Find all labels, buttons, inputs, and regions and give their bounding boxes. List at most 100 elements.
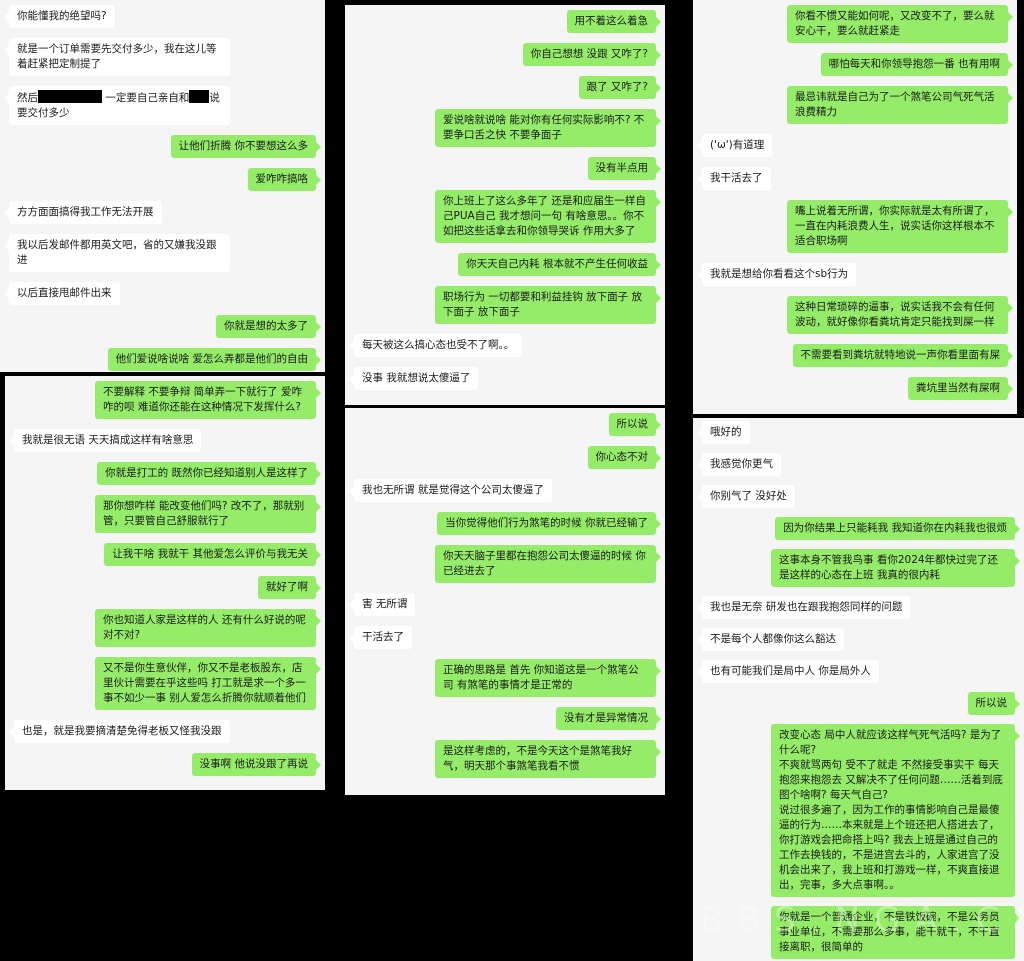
chat-panel-5: 你看不惯又能如何呢，又改变不了，要么就安心干，要么就赶紧走哪怕每天和你领导抱怨一… bbox=[693, 0, 1017, 414]
message-bubble[interactable]: 爱咋咋搞咯 bbox=[247, 168, 321, 191]
outgoing-message: 正确的思路是 首先 你知道这是一个煞笔公司 有煞笔的事情才是正常的 bbox=[345, 659, 665, 697]
message-bubble[interactable]: 职场行为 一切都要和利益挂钩 放下面子 放下面子 放下面子 bbox=[435, 286, 661, 324]
outgoing-message: 你就是想的太多了 bbox=[0, 315, 325, 338]
message-bubble[interactable]: 没事 我就想说太傻逼了 bbox=[348, 367, 479, 390]
message-bubble[interactable]: 以后直接甩邮件出来 bbox=[4, 282, 120, 305]
incoming-message: 哦好的 bbox=[693, 421, 1024, 444]
message-bubble[interactable]: 你心态不对 bbox=[587, 446, 661, 469]
message-bubble[interactable]: 哪怕每天和你领导抱怨一番 也有用啊 bbox=[820, 53, 1014, 76]
incoming-message: 你别气了 没好处 bbox=[693, 485, 1024, 508]
outgoing-message: 爱咋咋搞咯 bbox=[0, 168, 325, 191]
message-bubble[interactable]: 你自己想想 没跟 又咋了? bbox=[522, 43, 662, 66]
incoming-message: 也有可能我们是局中人 你是局外人 bbox=[693, 660, 1024, 683]
message-bubble[interactable]: 害 无所谓 bbox=[348, 593, 416, 616]
message-bubble[interactable]: 你天天脑子里都在抱怨公司太傻逼的时候 你已经进去了 bbox=[435, 545, 661, 583]
message-bubble[interactable]: 哦好的 bbox=[697, 421, 750, 444]
incoming-message: 以后直接甩邮件出来 bbox=[0, 282, 325, 305]
message-bubble[interactable]: 你就是一个普通企业，不是铁饭碗，不是公务员事业单位，不需要那么多事，能干就干，不… bbox=[771, 906, 1020, 959]
message-bubble[interactable]: 你就是打工的 既然你已经知道别人是这样了 bbox=[97, 462, 321, 485]
message-bubble[interactable]: 又不是你生意伙伴，你又不是老板股东，店里伙计需要在乎这些吗 打工就是求一个多一事… bbox=[95, 657, 321, 710]
message-bubble[interactable]: 你能懂我的绝望吗? bbox=[4, 5, 115, 28]
message-bubble[interactable]: 不需要看到粪坑就特地说一声你看里面有屎 bbox=[792, 344, 1013, 367]
message-bubble[interactable]: 我就是想给你看看这个sb行为 bbox=[696, 263, 857, 286]
message-bubble[interactable]: 不是每个人都像你这么豁达 bbox=[697, 628, 844, 651]
chat-panel-3: 用不着这么着急你自己想想 没跟 又咋了? 跟了 又咋了? 爱说啥就说啥 能对你有任何… bbox=[345, 5, 665, 405]
message-bubble[interactable]: 也是，就是我要摘清楚免得老板又怪我没跟 bbox=[9, 720, 230, 743]
outgoing-message: 是这样考虑的，不是今天这个是煞笔我好气，明天那个事煞笔我看不惯 bbox=[345, 740, 665, 778]
message-bubble[interactable]: 让他们折腾 你不要想这么多 bbox=[170, 135, 322, 158]
incoming-message: 我也是无奈 研发也在跟我抱怨同样的问题 bbox=[693, 596, 1024, 619]
outgoing-message: 就好了啊 bbox=[5, 576, 325, 599]
message-bubble[interactable]: 每天被这么搞心态也受不了啊。。 bbox=[348, 334, 523, 357]
message-bubble[interactable]: 你看不惯又能如何呢，又改变不了，要么就安心干，要么就赶紧走 bbox=[787, 5, 1013, 43]
message-bubble[interactable]: 因为你结果上只能耗我 我知道你在内耗我也很烦 bbox=[775, 517, 1020, 540]
message-bubble[interactable]: 爱说啥就说啥 能对你有任何实际影响不? 不要争口舌之快 不要争面子 bbox=[435, 109, 661, 147]
message-bubble[interactable]: 你也知道人家是这样的人 还有什么好说的呢对不对? bbox=[95, 609, 321, 647]
incoming-message: 我以后发邮件都用英文吧，省的又嫌我没跟进 bbox=[0, 234, 325, 272]
outgoing-message: 你心态不对 bbox=[345, 446, 665, 469]
message-bubble[interactable]: 我干活去了 bbox=[697, 167, 771, 190]
message-bubble[interactable]: 方方面面搞得我工作无法开展 bbox=[4, 201, 162, 224]
message-bubble[interactable]: 那你想咋样 能改变他们吗? 改不了，那就别管，只要管自己舒服就行了 bbox=[95, 495, 321, 533]
incoming-message: 方方面面搞得我工作无法开展 bbox=[0, 201, 325, 224]
redacted-block bbox=[189, 90, 210, 103]
message-bubble[interactable]: 不要解释 不要争辩 简单弄一下就行了 爱咋咋的呗 难道你还能在这种情况下发挥什么… bbox=[95, 381, 321, 419]
message-bubble[interactable]: 正确的思路是 首先 你知道这是一个煞笔公司 有煞笔的事情才是正常的 bbox=[435, 659, 661, 697]
message-bubble[interactable]: 我以后发邮件都用英文吧，省的又嫌我没跟进 bbox=[4, 234, 230, 272]
message-bubble[interactable]: 也有可能我们是局中人 你是局外人 bbox=[697, 660, 879, 683]
message-bubble[interactable]: 是这样考虑的，不是今天这个是煞笔我好气，明天那个事煞笔我看不惯 bbox=[435, 740, 661, 778]
message-bubble[interactable]: 你上班上了这么多年了 还是和应届生一样自己PUA自己 我才想问一句 有啥意思。。… bbox=[435, 190, 661, 243]
message-bubble[interactable]: 所以说 bbox=[608, 413, 661, 436]
outgoing-message: 改变心态 局中人就应该这样气死气活吗? 是为了什么呢? 不爽就骂两句 受不了就走… bbox=[693, 724, 1024, 897]
incoming-message: 我感觉你更气 bbox=[693, 453, 1024, 476]
message-text-part: 说要交付多少 bbox=[17, 92, 220, 119]
message-bubble[interactable]: 我也是无奈 研发也在跟我抱怨同样的问题 bbox=[696, 596, 911, 619]
message-bubble[interactable]: 这事本身不管我鸟事 看你2024年都快过完了还是这样的心态在上班 我真的很内耗 bbox=[771, 549, 1020, 587]
message-bubble[interactable]: 没事啊 他说没跟了再说 bbox=[191, 753, 322, 776]
message-bubble[interactable]: 当你觉得他们行为煞笔的时候 你就已经输了 bbox=[437, 512, 661, 535]
outgoing-message: 让我干啥 我就干 其他爱怎么评价与我无关 bbox=[5, 543, 325, 566]
message-bubble[interactable]: 嘴上说着无所谓，你实际就是太有所谓了，一直在内耗浪费人生，说实话你这样根本不适合… bbox=[787, 200, 1013, 253]
message-bubble[interactable]: 你天天自己内耗 根本就不产生任何收益 bbox=[458, 253, 661, 276]
message-bubble[interactable]: 你就是想的太多了 bbox=[216, 315, 321, 338]
incoming-message: 不是每个人都像你这么豁达 bbox=[693, 628, 1024, 651]
outgoing-message: 你天天脑子里都在抱怨公司太傻逼的时候 你已经进去了 bbox=[345, 545, 665, 583]
message-bubble[interactable]: 跟了 又咋了? bbox=[578, 76, 662, 99]
message-bubble[interactable]: 让我干啥 我就干 其他爱怎么评价与我无关 bbox=[104, 543, 321, 566]
redacted-block bbox=[38, 90, 102, 103]
message-bubble[interactable]: 没有半点用 bbox=[587, 157, 661, 180]
message-bubble[interactable]: 粪坑里当然有屎啊 bbox=[908, 377, 1013, 400]
outgoing-message: 粪坑里当然有屎啊 bbox=[693, 377, 1017, 400]
message-bubble[interactable]: 干活去了 bbox=[349, 626, 412, 649]
message-bubble[interactable]: 最忌讳就是自己为了一个煞笔公司气死气活 浪费精力 bbox=[787, 86, 1013, 124]
incoming-message: ('ω')有道理 bbox=[693, 134, 1017, 157]
incoming-message: 每天被这么搞心态也受不了啊。。 bbox=[345, 334, 665, 357]
outgoing-message: 你自己想想 没跟 又咋了? bbox=[345, 43, 665, 66]
incoming-message: 也是，就是我要摘清楚免得老板又怪我没跟 bbox=[5, 720, 325, 743]
outgoing-message: 职场行为 一切都要和利益挂钩 放下面子 放下面子 放下面子 bbox=[345, 286, 665, 324]
message-bubble[interactable]: 我感觉你更气 bbox=[697, 453, 781, 476]
outgoing-message: 你就是一个普通企业，不是铁饭碗，不是公务员事业单位，不需要那么多事，能干就干，不… bbox=[693, 906, 1024, 959]
message-bubble[interactable]: 我就是很无语 天天搞成这样有啥意思 bbox=[8, 429, 202, 452]
message-bubble[interactable]: 他们爱说啥说啥 爱怎么弄都是他们的自由 bbox=[107, 348, 322, 371]
incoming-message: 你能懂我的绝望吗? bbox=[0, 5, 325, 28]
message-bubble[interactable]: 改变心态 局中人就应该这样气死气活吗? 是为了什么呢? 不爽就骂两句 受不了就走… bbox=[771, 724, 1020, 897]
outgoing-message: 又不是你生意伙伴，你又不是老板股东，店里伙计需要在乎这些吗 打工就是求一个多一事… bbox=[5, 657, 325, 710]
message-bubble[interactable]: 这种日常琐碎的逼事，说实话我不会有任何波动，就好像你看粪坑肯定只能找到屎一样 bbox=[787, 296, 1013, 334]
outgoing-message: 你就是打工的 既然你已经知道别人是这样了 bbox=[5, 462, 325, 485]
message-bubble[interactable]: 就好了啊 bbox=[258, 576, 321, 599]
message-bubble[interactable]: 用不着这么着急 bbox=[566, 10, 661, 33]
message-bubble[interactable]: 就是一个订单需要先交付多少，我在这儿等着赶紧把定制提了 bbox=[4, 38, 230, 76]
outgoing-message: 你看不惯又能如何呢，又改变不了，要么就安心干，要么就赶紧走 bbox=[693, 5, 1017, 43]
outgoing-message: 跟了 又咋了? bbox=[345, 76, 665, 99]
message-bubble[interactable]: ('ω')有道理 bbox=[696, 134, 773, 157]
message-bubble[interactable]: 所以说 bbox=[967, 692, 1020, 715]
outgoing-message: 你也知道人家是这样的人 还有什么好说的呢对不对? bbox=[5, 609, 325, 647]
outgoing-message: 没有半点用 bbox=[345, 157, 665, 180]
message-bubble[interactable]: 没有才是异常情况 bbox=[556, 707, 661, 730]
message-bubble[interactable]: 我也无所谓 就是觉得这个公司太傻逼了 bbox=[349, 479, 552, 502]
message-bubble[interactable]: 你别气了 没好处 bbox=[697, 485, 795, 508]
incoming-message: 我就是很无语 天天搞成这样有啥意思 bbox=[5, 429, 325, 452]
outgoing-message: 用不着这么着急 bbox=[345, 10, 665, 33]
message-bubble[interactable]: 然后 一定要自己亲自和说要交付多少 bbox=[4, 86, 230, 125]
